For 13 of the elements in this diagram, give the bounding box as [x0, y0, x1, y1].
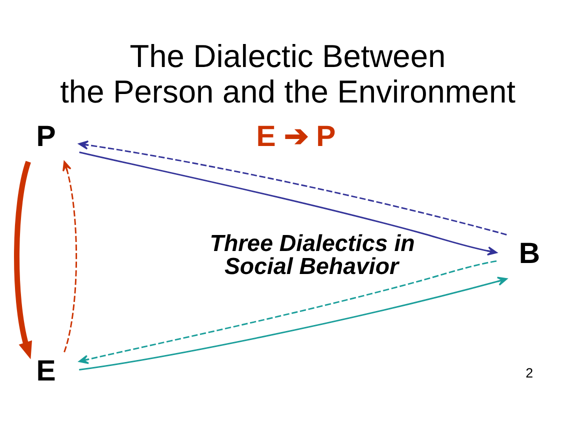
arrow: [62, 160, 77, 352]
label: E ➔ P: [256, 119, 336, 152]
node-text: E: [36, 354, 56, 387]
arrow: [14, 160, 32, 359]
arrow: [78, 140, 507, 235]
arrow: [78, 260, 497, 364]
diagram-title: The Dialectic Between the Person and the Environment: [60, 38, 516, 110]
node-text: P: [36, 119, 56, 152]
node-text: B: [518, 236, 540, 270]
label: Three Dialectics in Social Behavior: [210, 229, 415, 279]
arrow: [79, 276, 508, 370]
arrow: [79, 151, 498, 255]
label: 2: [526, 365, 534, 380]
